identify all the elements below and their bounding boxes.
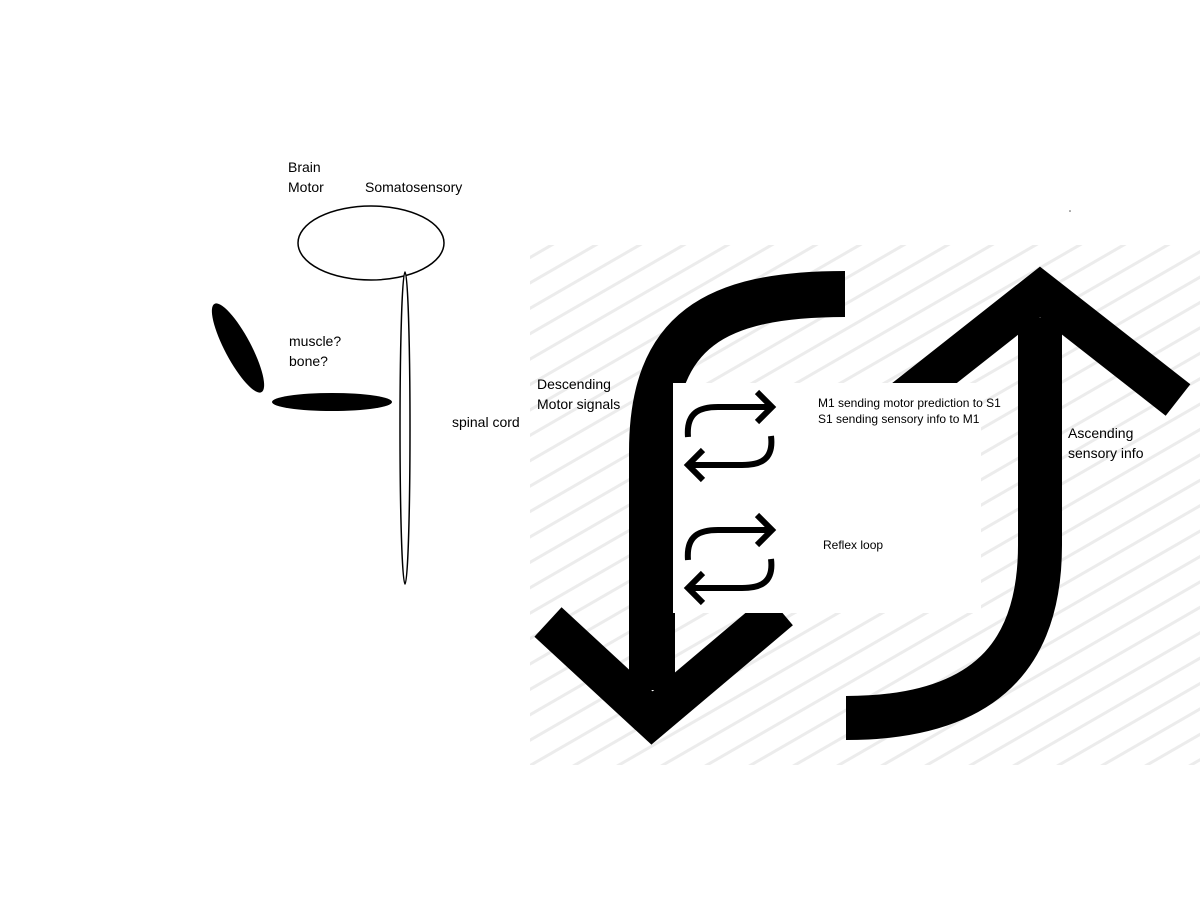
- descending-label-line2: Motor signals: [537, 396, 621, 412]
- spinal-cord-label: spinal cord: [452, 414, 520, 430]
- ascending-label-line1: Ascending: [1068, 425, 1134, 441]
- descending-label-line1: Descending: [537, 376, 611, 392]
- bone-shape: [272, 393, 392, 411]
- reflex-loop-label: Reflex loop: [823, 538, 884, 552]
- loops-text-panel: [781, 383, 981, 613]
- m1-to-s1-label: M1 sending motor prediction to S1: [818, 396, 1001, 410]
- exchange-repeat-icon: [683, 389, 777, 483]
- bone-label: bone?: [289, 353, 328, 369]
- reflex-repeat-icon: [683, 512, 777, 606]
- up-arrow-icon: [845, 266, 1191, 740]
- brain-shape: [297, 205, 445, 281]
- somatosensory-label: Somatosensory: [365, 179, 463, 195]
- ascending-label-line2: sensory info: [1068, 445, 1144, 461]
- down-arrow-icon: [534, 271, 846, 745]
- s1-to-m1-label: S1 sending sensory info to M1: [818, 412, 980, 426]
- spinal-cord-shape: [399, 271, 411, 585]
- brain-label: Brain: [288, 159, 321, 175]
- muscle-label: muscle?: [289, 333, 342, 349]
- motor-label: Motor: [288, 179, 324, 195]
- muscle-shape: [211, 303, 265, 393]
